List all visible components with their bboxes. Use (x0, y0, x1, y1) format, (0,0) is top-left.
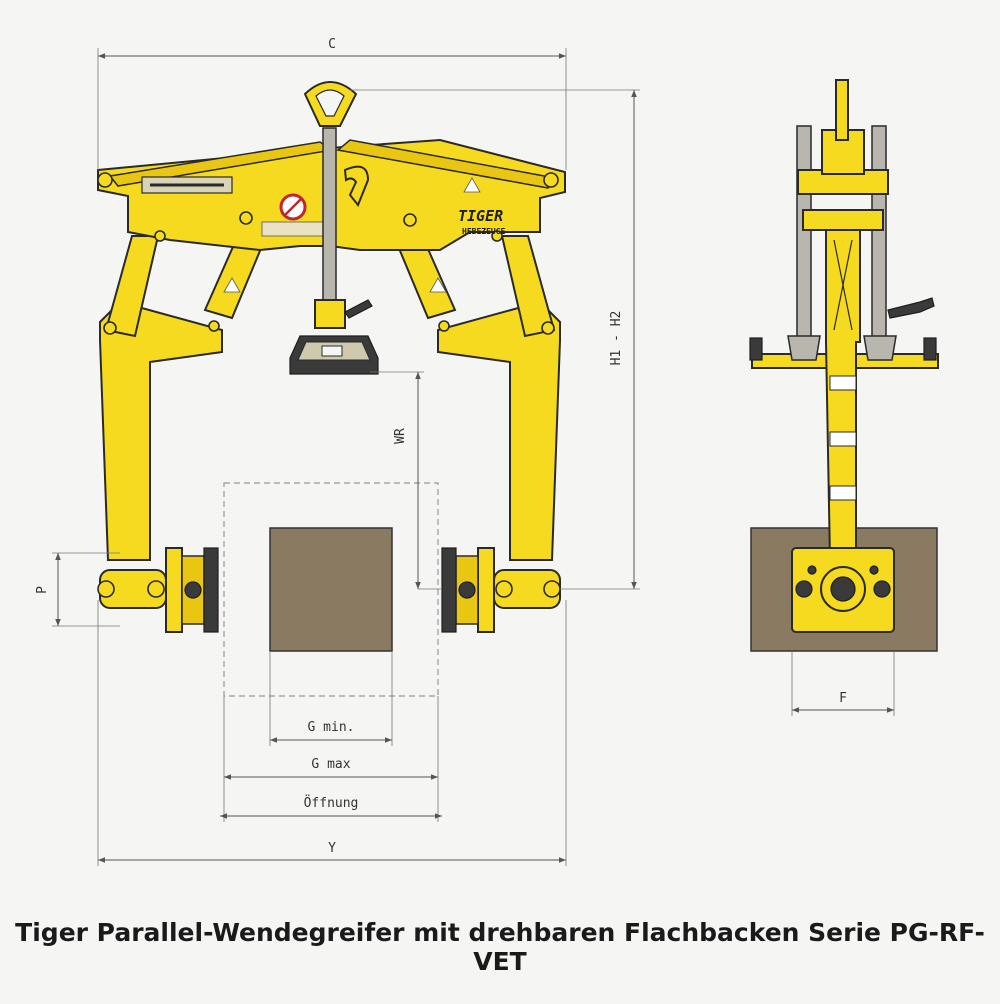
front-view: TIGER HEBEZEUGE (97, 81, 566, 697)
dim-h-label: H1 - H2 (609, 311, 624, 366)
hook (343, 165, 370, 207)
side-view (749, 79, 939, 652)
dim-y-label: Y (328, 841, 336, 856)
dim-gmax-label: G max (311, 757, 350, 772)
column-collar (314, 299, 346, 329)
max-opening-outline (223, 482, 439, 697)
side-arm (825, 229, 861, 561)
dim-p-label: P (35, 586, 50, 594)
dimension-lines: C H1 - H2 WR P G min. G max Öffnung (35, 37, 895, 866)
clamp-handle (344, 299, 373, 319)
triangle-sticker-icon (429, 277, 447, 293)
dim-f-label: F (839, 691, 847, 706)
load-block (269, 527, 393, 652)
left-rotating-jaw (97, 547, 219, 633)
dim-wr-label: WR (393, 428, 408, 444)
dim-opening-label: Öffnung (304, 794, 359, 811)
caption: Tiger Parallel-Wendegreifer mit drehbare… (15, 918, 985, 976)
right-inner-link (396, 238, 457, 320)
side-lifting-eye (835, 79, 849, 141)
side-clamp-handle (887, 297, 935, 319)
brand-name: TIGER (458, 207, 503, 225)
triangle-sticker-icon (463, 177, 481, 193)
side-cylinder-right (871, 125, 887, 339)
pin-bolts (97, 172, 559, 335)
left-arm (99, 300, 223, 561)
dim-c-label: C (328, 37, 336, 52)
info-label (261, 221, 329, 237)
right-arm (437, 300, 561, 561)
dim-gmin-label: G min. (308, 720, 355, 735)
right-rotating-jaw (441, 547, 561, 633)
side-cylinder-left (796, 125, 812, 339)
center-column (322, 127, 337, 321)
brand-subtitle: HEBEZEUGE (462, 227, 506, 236)
left-inner-link (203, 238, 264, 320)
triangle-sticker-icon (223, 277, 241, 293)
